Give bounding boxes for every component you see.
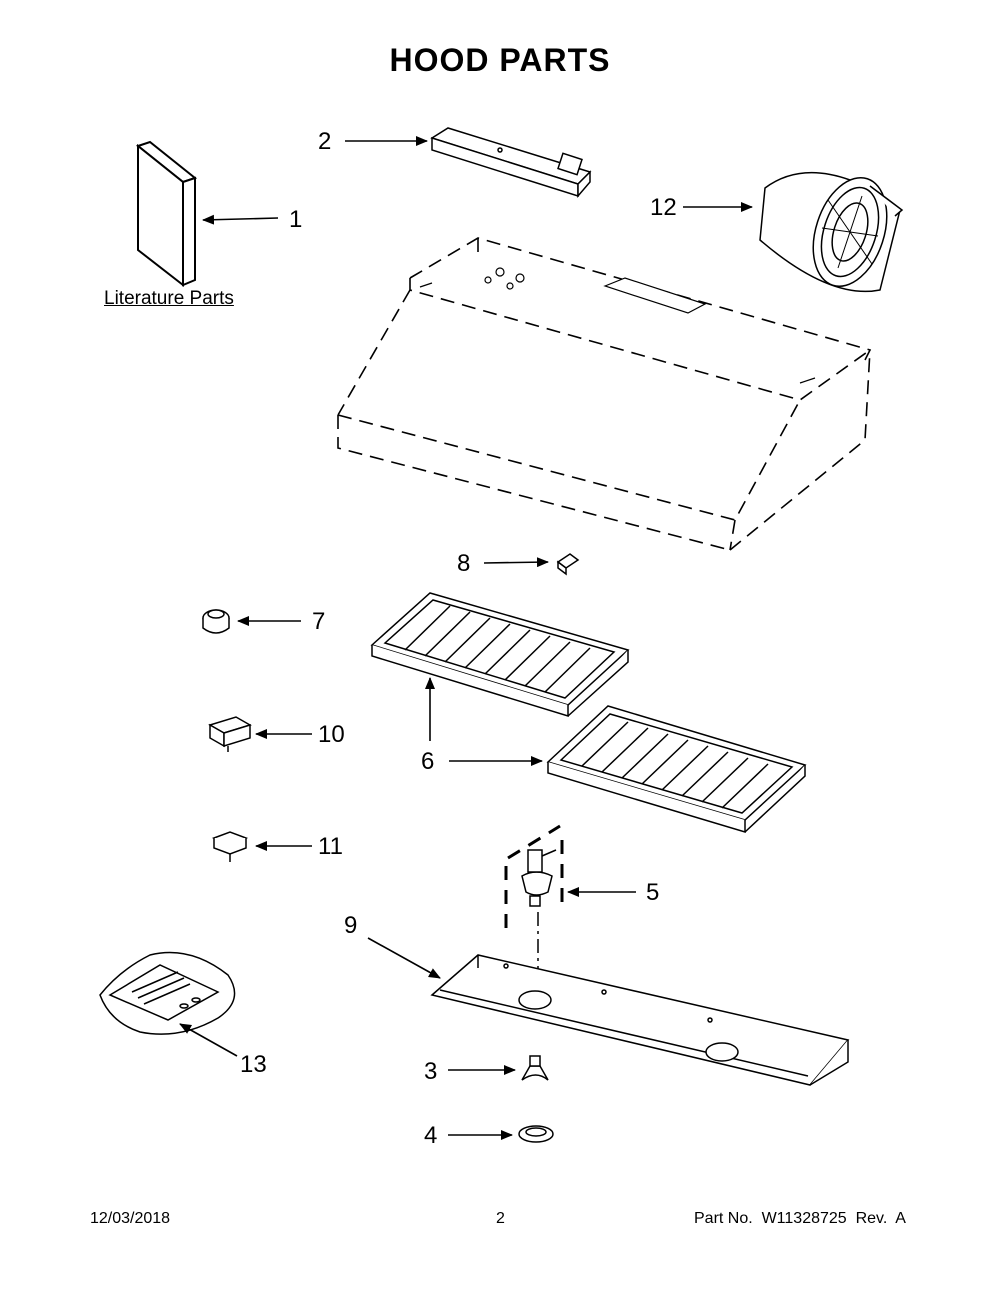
callout-2: 2 <box>318 128 332 155</box>
callout-8: 8 <box>457 550 471 577</box>
light-bulb-icon <box>521 1055 549 1081</box>
range-hood-outline <box>337 237 872 551</box>
literature-booklet-icon <box>135 140 198 288</box>
callout-1: 1 <box>289 206 303 233</box>
grease-filter-icon <box>546 705 807 834</box>
dashed-bracket <box>504 824 564 936</box>
fan-switch-icon <box>211 831 249 862</box>
manual-icon <box>99 951 236 1035</box>
callout-4: 4 <box>424 1122 438 1149</box>
hood-top-features <box>419 267 816 384</box>
light-switch-icon <box>556 553 580 576</box>
callout-10: 10 <box>318 721 345 748</box>
callout-9: 9 <box>344 912 358 939</box>
callout-7: 7 <box>312 608 326 635</box>
control-switch-icon <box>208 716 252 752</box>
callout-13: 13 <box>240 1051 267 1078</box>
blower-motor-icon <box>759 171 904 293</box>
light-socket-icon <box>521 849 557 907</box>
callout-3: 3 <box>424 1058 438 1085</box>
footer-page-number: 2 <box>496 1210 505 1227</box>
junction-box-icon <box>430 127 592 199</box>
bottom-panel-icon <box>430 954 850 1086</box>
callout-11: 11 <box>318 833 343 860</box>
callout-6: 6 <box>421 748 435 775</box>
page-title: HOOD PARTS <box>389 42 611 78</box>
control-knob-icon <box>202 609 230 634</box>
grease-filter-icon <box>370 592 630 718</box>
callout-12: 12 <box>650 194 677 221</box>
footer-part-number: Part No. W11328725 Rev. A <box>694 1210 906 1227</box>
light-lens-icon <box>518 1125 554 1143</box>
literature-parts-label: Literature Parts <box>104 288 234 309</box>
callout-arrows <box>179 136 753 1140</box>
footer-date: 12/03/2018 <box>90 1210 171 1227</box>
callout-5: 5 <box>646 879 660 906</box>
